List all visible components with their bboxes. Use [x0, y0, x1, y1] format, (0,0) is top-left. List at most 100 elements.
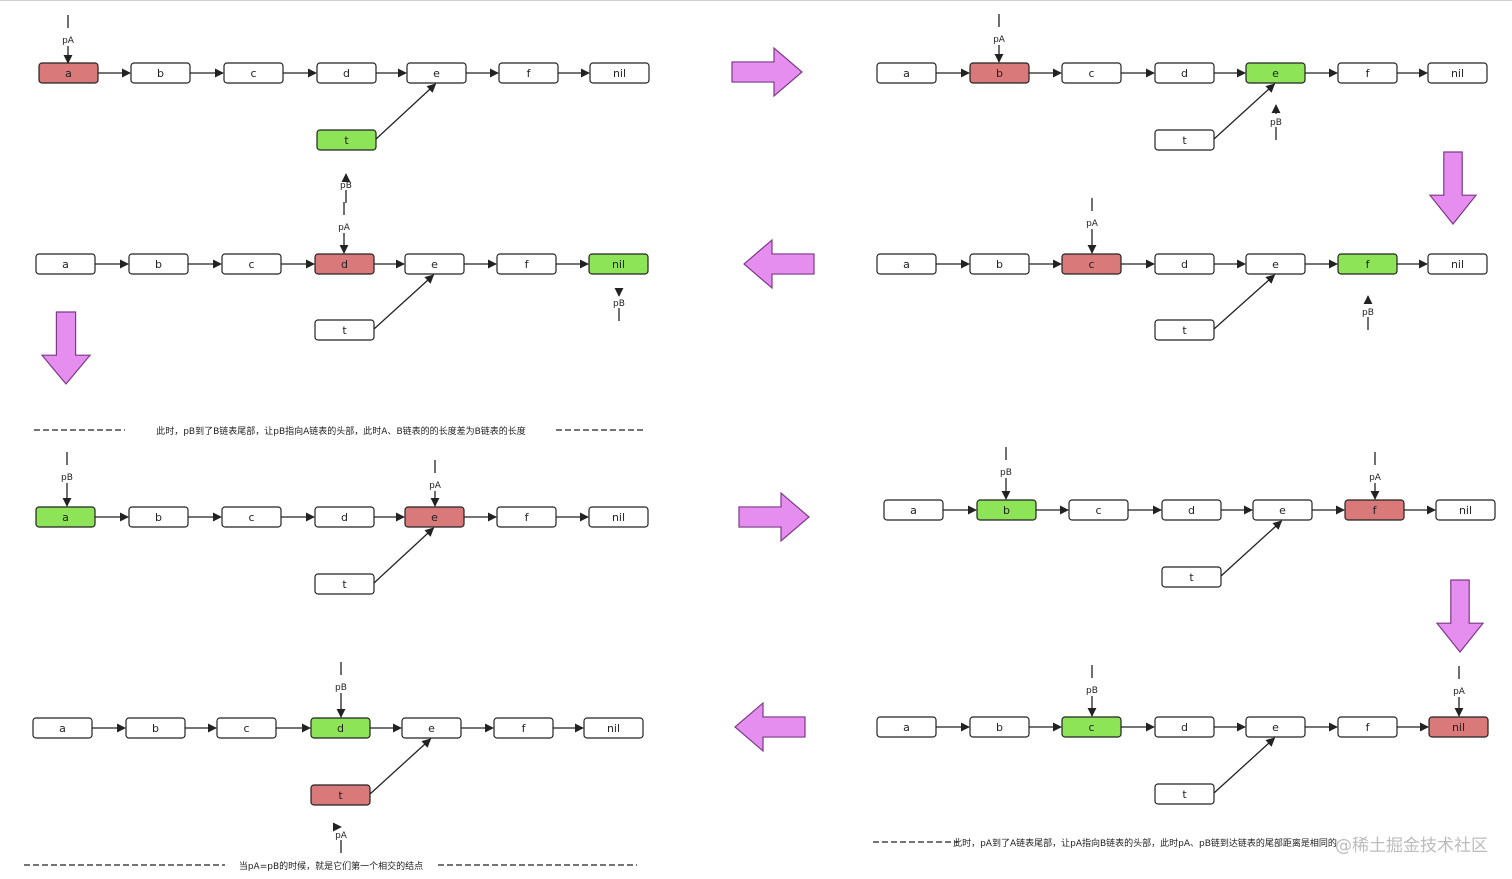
node-f: f [1337, 716, 1398, 738]
link-arrow-t-to-e [1213, 274, 1276, 330]
pointer-label: pB [61, 473, 73, 483]
node-e: e [1245, 62, 1306, 84]
node-box [496, 253, 557, 275]
node-label: nil [612, 258, 625, 271]
node-label: b [996, 67, 1003, 80]
node-label: e [431, 258, 438, 271]
node-box [216, 717, 277, 739]
node-box [588, 253, 649, 275]
node-label: e [431, 511, 438, 524]
pointer-pB: pB [1000, 447, 1012, 500]
node-t: t [1154, 319, 1215, 341]
link-arrow-t-to-e [375, 83, 437, 140]
node-box [125, 717, 186, 739]
transition-arrow-down-icon [1435, 579, 1485, 653]
node-label: f [1366, 67, 1371, 80]
pointer-label: pB [1086, 686, 1098, 696]
node-label: f [525, 511, 530, 524]
pointer-pA: pA [338, 202, 351, 254]
link-arrow-t-to-e [373, 527, 435, 584]
node-t: t [314, 319, 375, 341]
pointer-pA: pA [1453, 666, 1466, 717]
transition-arrow-left-icon [734, 701, 806, 753]
node-box [1337, 62, 1398, 84]
node-c: c [1061, 253, 1122, 275]
pointer-label: pB [335, 683, 347, 693]
node-box [314, 573, 375, 595]
node-label: e [1272, 258, 1279, 271]
node-f: f [498, 62, 559, 84]
node-c: c [1061, 716, 1122, 738]
node-box [401, 717, 462, 739]
note-pb-reaches-end: 此时，pB到了B链表尾部，让pB指向A链表的头部，此时A、B链表的的长度差为B链… [156, 425, 526, 437]
node-label: e [1279, 504, 1286, 517]
node-label: t [1182, 134, 1187, 147]
node-d: d [1161, 499, 1222, 521]
node-box [316, 62, 377, 84]
node-box [1337, 253, 1398, 275]
pointer-label: pA [1369, 473, 1382, 483]
node-box [876, 62, 937, 84]
node-box [1061, 716, 1122, 738]
node-label: t [344, 134, 349, 147]
node-c: c [221, 506, 282, 528]
node-label: f [1366, 721, 1371, 734]
node-nil: nil [1428, 716, 1489, 738]
node-label: nil [612, 511, 625, 524]
node-label: a [910, 504, 917, 517]
node-box [406, 62, 467, 84]
node-a: a [32, 717, 93, 739]
node-nil: nil [583, 717, 644, 739]
node-d: d [314, 253, 375, 275]
link-arrow-t-to-e [373, 274, 435, 330]
node-label: c [248, 511, 254, 524]
node-box [128, 253, 189, 275]
pointer-label: pA [338, 223, 351, 233]
node-b: b [969, 253, 1030, 275]
node-box [1061, 253, 1122, 275]
node-box [1252, 499, 1313, 521]
pointer-pA: pA [993, 14, 1006, 63]
node-box [1337, 716, 1398, 738]
node-label: c [1088, 67, 1094, 80]
node-box [1154, 129, 1215, 151]
node-label: e [1272, 721, 1279, 734]
node-box [969, 716, 1030, 738]
node-f: f [1344, 499, 1405, 521]
node-box [969, 253, 1030, 275]
node-box [1428, 716, 1489, 738]
node-box [1427, 62, 1488, 84]
node-label: d [343, 67, 350, 80]
node-box [976, 499, 1037, 521]
node-box [583, 717, 644, 739]
node-box [1154, 62, 1215, 84]
node-c: c [221, 253, 282, 275]
node-b: b [130, 62, 191, 84]
node-box [223, 62, 284, 84]
node-label: d [1188, 504, 1195, 517]
node-label: a [62, 511, 69, 524]
node-box [876, 253, 937, 275]
node-b: b [969, 62, 1030, 84]
node-box [128, 506, 189, 528]
node-label: a [65, 67, 72, 80]
node-e: e [1252, 499, 1313, 521]
pointer-pA: pA [1086, 198, 1099, 254]
node-label: nil [1452, 721, 1465, 734]
node-label: nil [1451, 67, 1464, 80]
transition-arrow-left-icon [743, 238, 815, 290]
node-label: c [243, 722, 249, 735]
node-label: b [155, 511, 162, 524]
node-label: b [157, 67, 164, 80]
node-f: f [496, 253, 557, 275]
node-d: d [1154, 716, 1215, 738]
node-box [493, 717, 554, 739]
node-t: t [316, 129, 377, 151]
node-e: e [406, 62, 467, 84]
node-label: f [527, 67, 532, 80]
